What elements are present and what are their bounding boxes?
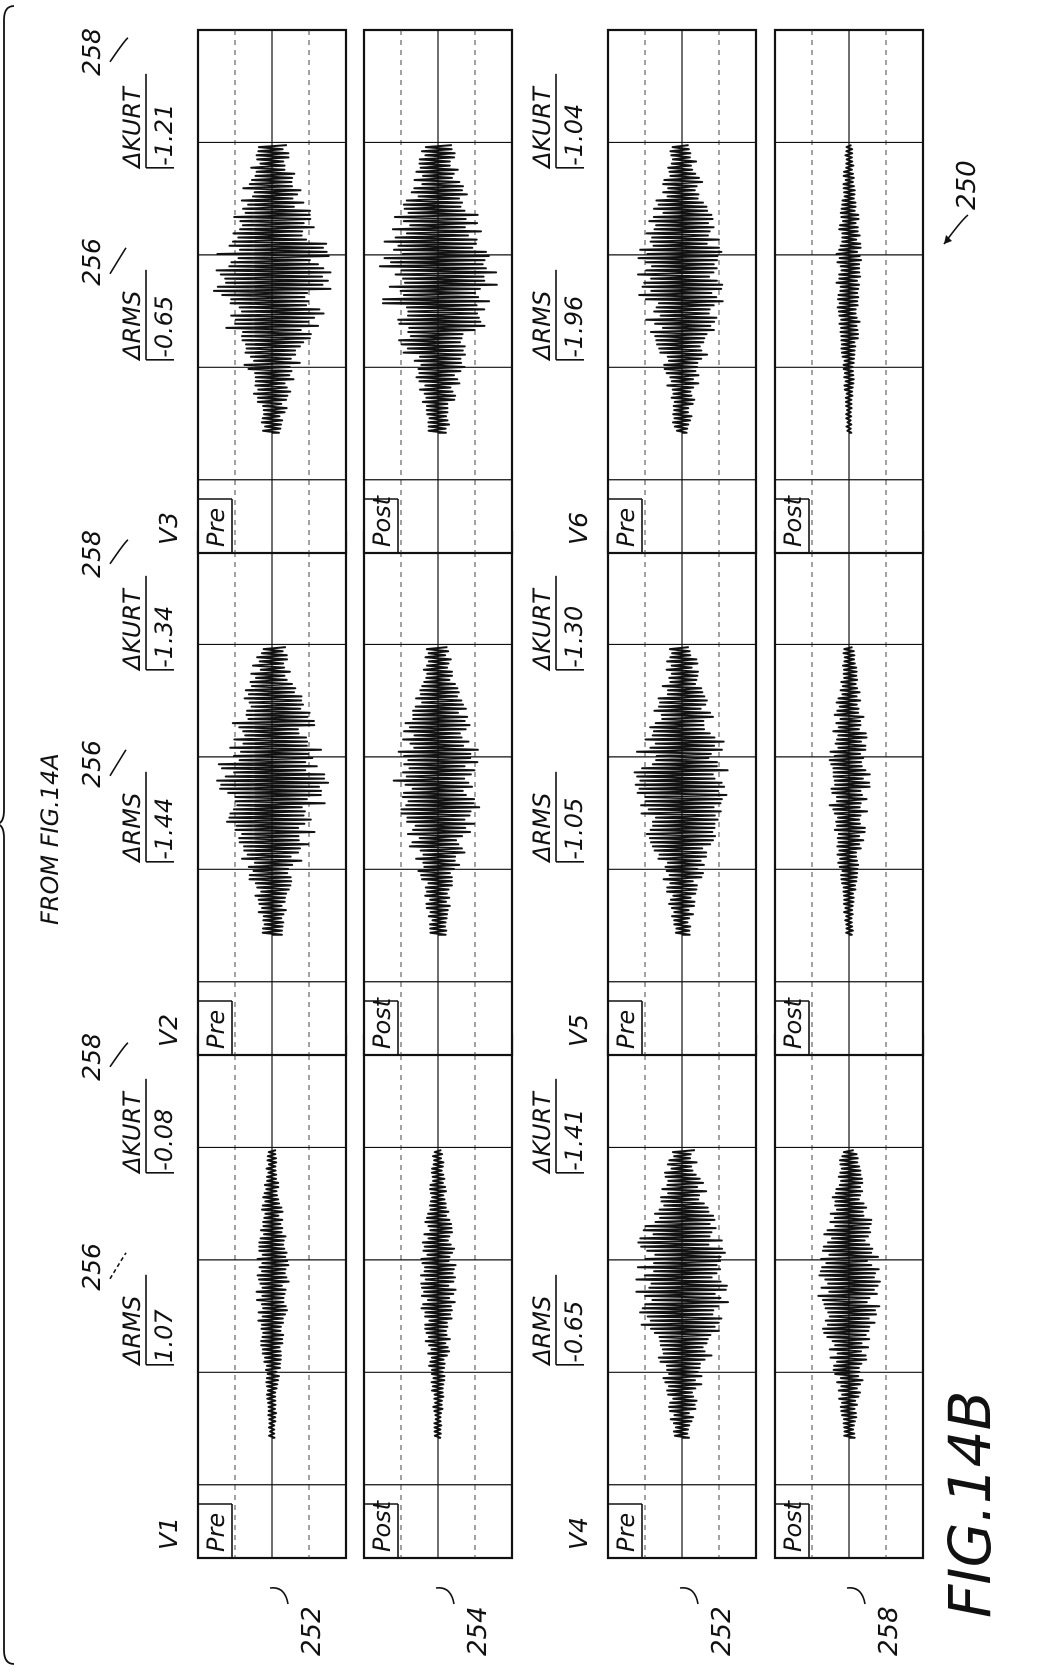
delta-rms-label: ΔRMS <box>118 1296 146 1367</box>
reference-numeral-256: 256 <box>77 740 106 788</box>
delta-kurt-label: ΔKURT <box>118 1090 146 1175</box>
delta-rms-value: -0.65 <box>150 296 178 358</box>
lead-label: V5 <box>564 1014 593 1047</box>
delta-kurt-value: -1.21 <box>150 104 178 166</box>
delta-rms-label: ΔRMS <box>528 291 556 362</box>
post-label: Post <box>368 494 396 547</box>
post-waveform <box>835 144 863 434</box>
lead-label: V4 <box>564 1517 593 1550</box>
reference-numeral-258: 258 <box>77 530 106 578</box>
post-waveform <box>420 1149 457 1439</box>
reference-leader <box>109 539 129 565</box>
lead-label: V3 <box>154 512 183 545</box>
delta-kurt-value: -0.08 <box>150 1109 178 1171</box>
reference-numeral-post: 254 <box>463 1606 493 1656</box>
delta-rms-value: -1.05 <box>560 798 588 860</box>
reference-numeral-256: 256 <box>77 1243 106 1291</box>
reference-numeral-250: 250 <box>952 160 982 210</box>
pre-label: Pre <box>202 1010 230 1049</box>
reference-leader <box>109 1252 127 1280</box>
delta-kurt-value: -1.34 <box>150 606 178 668</box>
pre-waveform <box>635 1149 729 1439</box>
delta-rms-value: 1.07 <box>150 1309 178 1363</box>
reference-leader <box>109 749 127 777</box>
figure-label: FIG.14B <box>936 1391 1004 1618</box>
delta-kurt-value: -1.04 <box>560 104 588 166</box>
delta-kurt-label: ΔKURT <box>528 85 556 170</box>
delta-rms-label: ΔRMS <box>118 793 146 864</box>
post-waveform <box>817 1149 881 1439</box>
reference-leader <box>109 247 127 275</box>
delta-rms-value: -1.96 <box>560 296 588 358</box>
pre-waveform <box>212 144 332 434</box>
reference-numeral-258: 258 <box>77 28 106 76</box>
reference-leader <box>269 1587 289 1605</box>
delta-rms-label: ΔRMS <box>528 793 556 864</box>
post-waveform <box>828 646 871 936</box>
lead-label: V6 <box>564 512 593 545</box>
delta-rms-label: ΔRMS <box>118 291 146 362</box>
post-label: Post <box>779 996 807 1049</box>
post-label: Post <box>368 1499 396 1552</box>
delta-rms-value: -1.44 <box>150 798 178 860</box>
pre-waveform <box>255 1149 290 1439</box>
pre-waveform <box>633 646 729 936</box>
continuation-bracket <box>0 5 15 1665</box>
reference-numeral-pre: 252 <box>707 1606 737 1656</box>
delta-kurt-label: ΔKURT <box>118 85 146 170</box>
post-label: Post <box>779 1499 807 1552</box>
reference-leader <box>846 1587 866 1605</box>
delta-kurt-label: ΔKURT <box>528 1090 556 1175</box>
reference-numeral-256: 256 <box>77 238 106 286</box>
delta-rms-label: ΔRMS <box>528 1296 556 1367</box>
pre-waveform <box>216 646 330 936</box>
reference-leader <box>679 1587 699 1605</box>
pre-waveform <box>637 144 724 434</box>
pre-label: Pre <box>612 1513 640 1552</box>
delta-kurt-label: ΔKURT <box>118 587 146 672</box>
pre-label: Pre <box>202 508 230 547</box>
reference-numeral-pre: 252 <box>297 1606 327 1656</box>
reference-numeral-post: 258 <box>874 1606 904 1656</box>
reference-numeral-258: 258 <box>77 1033 106 1081</box>
lead-label: V2 <box>154 1014 183 1047</box>
delta-kurt-value: -1.41 <box>560 1109 588 1171</box>
from-figure-label: FROM FIG.14A <box>36 753 64 925</box>
lead-label: V1 <box>154 1517 183 1550</box>
delta-rms-value: -0.65 <box>560 1301 588 1363</box>
post-waveform <box>392 646 481 936</box>
arrow-head <box>944 235 952 244</box>
delta-kurt-label: ΔKURT <box>528 587 556 672</box>
pre-label: Pre <box>612 1010 640 1049</box>
delta-kurt-value: -1.30 <box>560 606 588 668</box>
reference-leader <box>109 37 129 63</box>
reference-leader <box>435 1587 455 1605</box>
pre-label: Pre <box>612 508 640 547</box>
pre-label: Pre <box>202 1513 230 1552</box>
reference-leader <box>109 1042 129 1068</box>
post-label: Post <box>368 996 396 1049</box>
post-waveform <box>378 144 498 434</box>
post-label: Post <box>779 494 807 547</box>
